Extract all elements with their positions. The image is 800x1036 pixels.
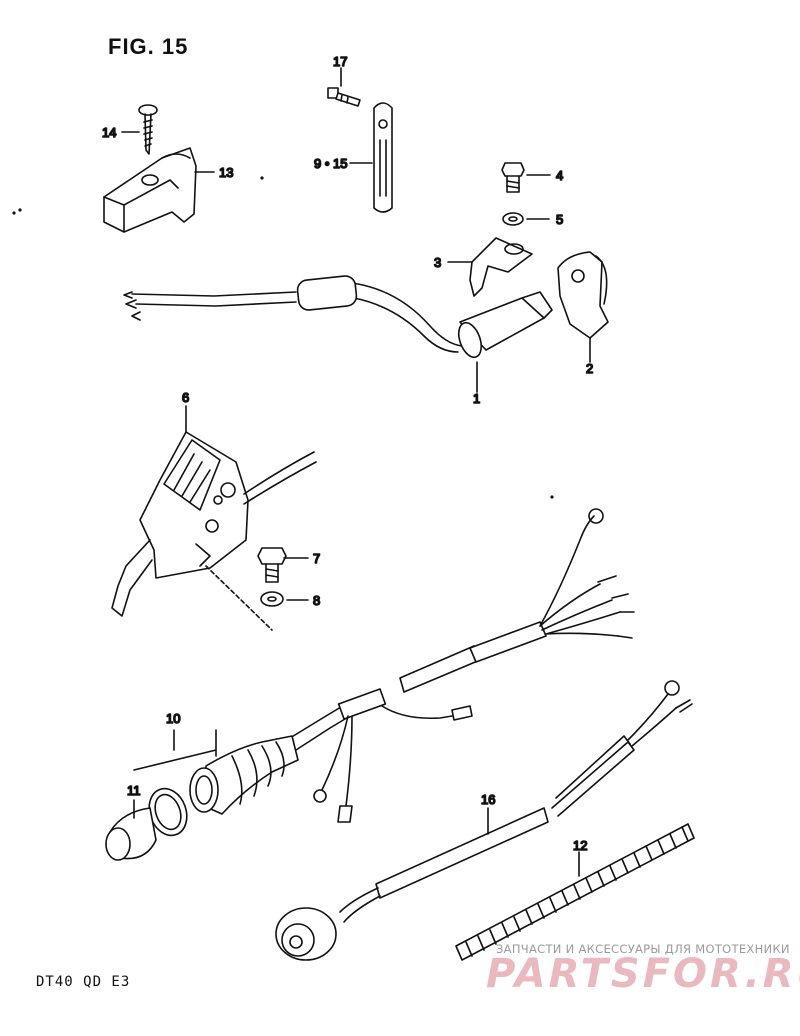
main-harness [289,508,635,823]
callout-6: 6 [182,390,189,405]
part-7-bolt [257,547,287,583]
callout-2: 2 [586,361,593,376]
callout-3: 3 [434,255,441,270]
phantom-line [205,565,273,631]
part-10-rubber-boot [189,735,299,815]
callout-4: 4 [556,168,563,183]
part-8-washer [260,591,284,607]
part-4-bolt [501,162,525,193]
callout-9-15: 9 • 15 [314,156,347,171]
leader-10 [133,729,217,771]
part-16-wire [275,680,693,961]
part-9-15-strap [373,102,393,213]
part-11-clamp [105,787,188,861]
callout-8: 8 [313,593,320,608]
callout-5: 5 [556,212,563,227]
part-2-bracket [557,251,609,339]
callout-13: 13 [219,165,233,180]
part-3-bracket [469,237,533,297]
callout-14: 14 [102,125,116,140]
part-17-bolt [327,87,361,107]
callout-17: 17 [333,54,347,69]
callout-12: 12 [573,838,587,853]
callout-10: 10 [166,711,180,726]
part-5-washer [502,212,524,226]
part-13-clamp [103,147,197,233]
figure-title: FIG. 15 [108,34,189,59]
callout-16: 16 [481,792,495,807]
part-6-bracket-assembly [111,431,317,617]
part-1-switch [123,275,553,359]
callout-1: 1 [473,391,480,406]
watermark-logo: PARTSFOR.RU [486,951,800,997]
callout-11: 11 [127,783,141,798]
part-12-spiral-wrap [455,823,695,961]
callout-7: 7 [313,551,320,566]
model-code: DT40 QD E3 [36,974,131,990]
part-14-screw [138,104,158,155]
watermark-tagline: ЗАПЧАСТИ И АКСЕССУАРЫ ДЛЯ МОТОТЕХНИКИ [496,942,790,956]
